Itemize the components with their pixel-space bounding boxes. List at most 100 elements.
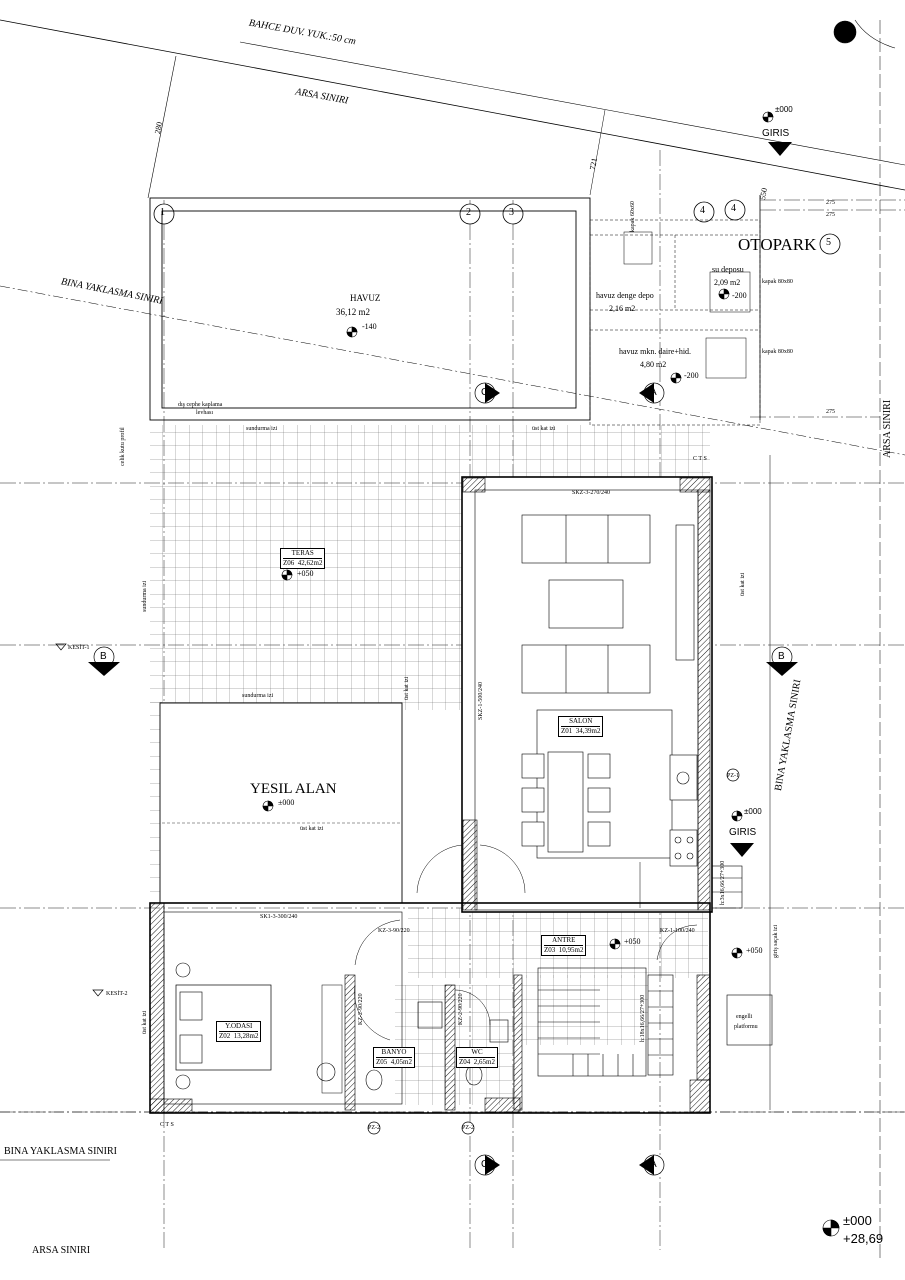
pool-level: -140 [362,322,377,331]
cover-label-3: kapak 80x80 [762,349,793,355]
parking-area [589,195,761,426]
kesit-1-label: KESİT-1 [68,645,90,651]
wc-code: Z04 [459,1058,471,1066]
terrace-tiles-lower [150,700,162,910]
axis-label-4a: 4 [700,205,705,216]
level-markers [262,19,896,1237]
antre-area: 10,95m2 [558,946,584,954]
antre-code: Z03 [544,946,556,954]
cts-bottom: C T S [160,1122,174,1128]
green-area [159,702,403,904]
plot-boundary-right: ARSA SINIRI [882,399,893,458]
door-sk: SKZ-3-270/240 [572,490,610,496]
entry-canopy: giriş saçak izi [773,925,779,958]
final-level-2: +28,69 [843,1231,884,1246]
section-c-bottom: C [481,1159,489,1170]
giris-top-label: GIRIS [762,128,790,139]
banyo-area: 4,05m2 [390,1058,412,1066]
yodasi-area: 13,28m2 [233,1032,259,1040]
room-tag-yodasi: Y.ODASI Z02 13,28m2 [216,1021,262,1042]
machine-room-area: 4,80 m2 [640,360,667,369]
axis-label-5: 5 [826,237,831,248]
axis-label-3: 3 [509,207,514,218]
door-sk1: SK1-3-300/240 [260,914,298,920]
canopy-top: sundurma izi [246,426,278,432]
upper-top: üst kat izi [532,426,556,432]
stairs-info: h:18x16,66/27+300 [640,994,646,1042]
machine-level: -200 [684,371,699,380]
pz-3: PZ-2 [462,1125,474,1131]
salon-name: SALON [561,717,601,727]
plot-boundary-bottom: ARSA SINIRI [32,1245,91,1256]
giris-top-level: ±000 [775,105,793,114]
green-area-level: ±000 [278,798,295,807]
machine-room-label: havuz mkn. daire+hid. [619,347,692,356]
banyo-name: BANYO [376,1048,412,1058]
note-cladding-2: levhası [196,410,213,416]
pool-name: HAVUZ [350,293,381,303]
section-b-right: B [778,651,785,662]
balance-tank-label: havuz denge depo [596,291,654,300]
teras-name: TERAS [283,549,323,559]
stairs [537,865,773,1077]
green-area-name: YESIL ALAN [250,781,337,797]
cts-top: C T S [693,456,707,462]
final-level-1: ±000 [843,1213,872,1228]
cover-label-2: kapak 80x80 [762,279,793,285]
approach-bottom-label: BINA YAKLASMA SINIRI [4,1146,117,1157]
water-tank-label: su deposu [712,265,744,274]
room-tag-teras: TERAS Z06 42,62m2 [280,548,326,569]
dim-275-b: 275 [826,212,835,218]
note-cladding: dış cephe kaplama [178,402,223,408]
pz-1: PZ-1 [727,773,739,779]
teras-code: Z06 [283,559,295,567]
green-area-note: üst kat izi [300,826,324,832]
yodasi-name: Y.ODASI [219,1022,259,1032]
dim-275-a: 275 [826,200,835,206]
antre-tiles-2 [518,975,648,1045]
cover-label-1: kapak 60x60 [630,201,636,232]
lift-label-2: platformu [734,1024,758,1030]
door-swings [354,844,698,1041]
upper-mid: üst kat izi [404,676,410,700]
room-tag-salon: SALON Z01 34,39m2 [558,716,604,737]
room-tag-antre: ANTRE Z03 10,95m2 [541,935,587,956]
antre-level: +050 [624,937,641,946]
water-tank-area: 2,09 m2 [714,278,741,287]
door-kz4: KZ-2-90/220 [458,993,464,1025]
lift-label: engelli [736,1014,753,1020]
section-b-left: B [100,651,107,662]
parking-name: OTOPARK [738,235,817,254]
door-kz1: KZ-3-90/220 [378,928,410,934]
banyo-code: Z05 [376,1058,388,1066]
salon-code: Z01 [561,727,573,735]
axis-label-4b: 4 [731,203,736,214]
yodasi-code: Z02 [219,1032,231,1040]
pool-area: 36,12 m2 [336,307,371,317]
door-sk2: SKZ-1-500/240 [478,682,484,720]
room-tag-wc: WC Z04 2,65m2 [456,1047,498,1068]
upper-right: üst kat izi [740,572,746,596]
section-c-top: C [481,387,489,398]
wc-area: 2,65m2 [473,1058,495,1066]
teras-area: 42,62m2 [297,559,323,567]
axis-label-2: 2 [466,207,471,218]
room-tag-banyo: BANYO Z05 4,05m2 [373,1047,415,1068]
door-kz3: KZ-2-90/220 [358,993,364,1025]
canopy-left: sundurma izi [142,580,148,612]
dim-275-c: 275 [826,409,835,415]
kesit-2-label: KESİT-2 [106,991,128,997]
section-a-bottom: A [650,1159,657,1170]
stairs-small: h:3x16,66/27+300 [720,860,726,905]
giris-mid-level: ±000 [744,807,762,816]
pz-2: PZ-2 [368,1125,380,1131]
ramp-level: +050 [746,946,763,955]
section-markers [55,142,798,1176]
salon-area: 34,39m2 [575,727,601,735]
antre-name: ANTRE [544,936,584,946]
canopy-mid: sundurma izi [242,693,274,699]
upper-left: üst kat izi [142,1010,148,1034]
giris-mid-label: GIRIS [729,827,757,838]
wc-name: WC [459,1048,495,1058]
